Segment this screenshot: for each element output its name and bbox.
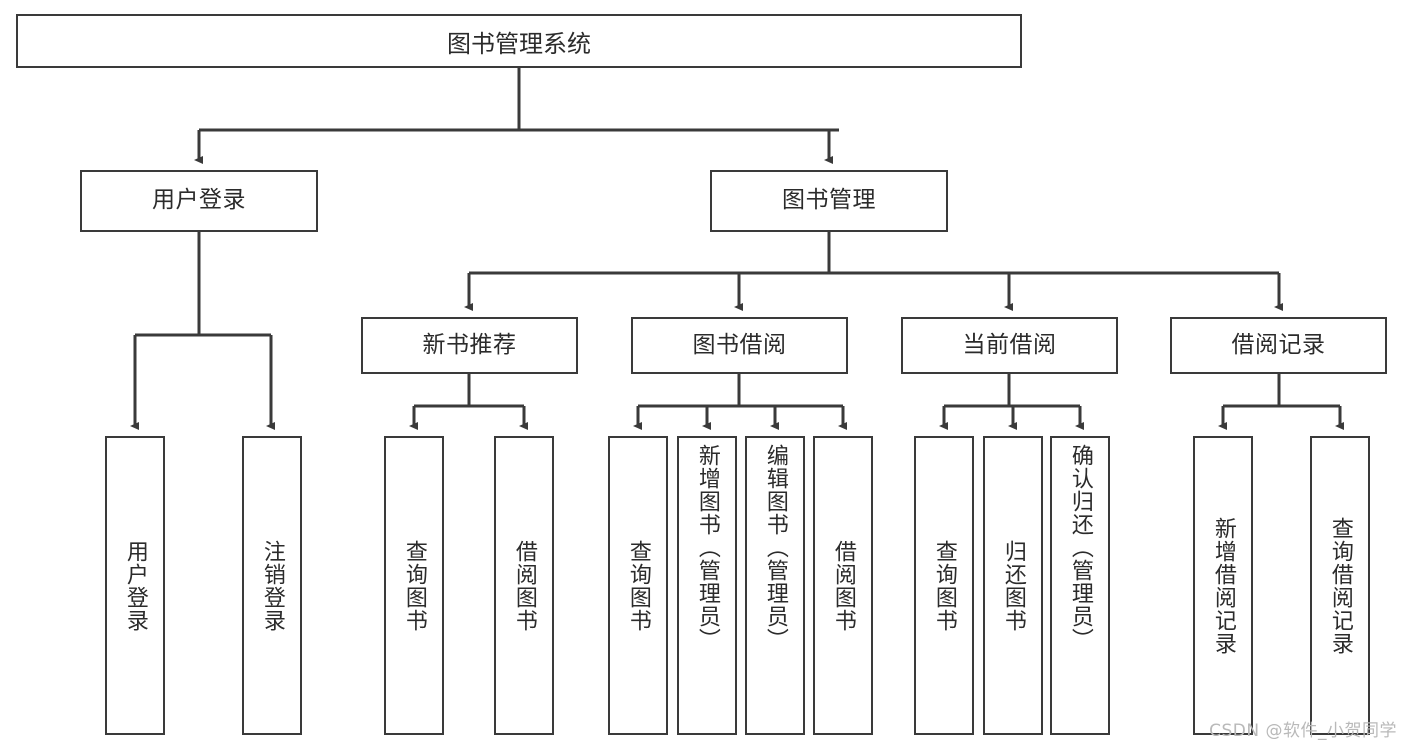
node-current-borrow[interactable]: 当前借阅 <box>901 317 1118 374</box>
csdn-watermark: CSDN @软件_小贺同学 <box>1209 721 1397 741</box>
leaf-current-return-book[interactable]: 归还图书 <box>983 436 1043 735</box>
node-user-login[interactable]: 用户登录 <box>80 170 318 232</box>
node-root-system[interactable]: 图书管理系统 <box>16 14 1022 68</box>
node-label: 编辑图书（管理员） <box>762 444 788 651</box>
leaf-borrow-query-book[interactable]: 查询图书 <box>608 436 668 735</box>
leaf-record-query-borrow-record[interactable]: 查询借阅记录 <box>1310 436 1370 735</box>
node-label: 注销登录 <box>259 539 285 632</box>
leaf-current-query-book[interactable]: 查询图书 <box>914 436 974 735</box>
node-label: 确认归还（管理员） <box>1067 444 1093 651</box>
leaf-user-login-signin[interactable]: 用户登录 <box>105 436 165 735</box>
node-label: 图书管理系统 <box>447 29 591 58</box>
node-label: 图书借阅 <box>692 331 787 358</box>
leaf-current-confirm-return-admin[interactable]: 确认归还（管理员） <box>1050 436 1110 735</box>
node-label: 查询图书 <box>401 539 427 632</box>
leaf-borrow-borrow-book[interactable]: 借阅图书 <box>813 436 873 735</box>
node-label: 借阅记录 <box>1231 331 1326 358</box>
node-label: 新增借阅记录 <box>1210 516 1236 655</box>
node-label: 新书推荐 <box>422 331 517 358</box>
node-book-borrow[interactable]: 图书借阅 <box>631 317 848 374</box>
node-label: 借阅图书 <box>511 539 537 632</box>
leaf-user-login-signout[interactable]: 注销登录 <box>242 436 302 735</box>
node-new-book-recommend[interactable]: 新书推荐 <box>361 317 578 374</box>
node-label: 借阅图书 <box>830 539 856 632</box>
node-label: 查询图书 <box>625 539 651 632</box>
node-label: 查询借阅记录 <box>1327 516 1353 655</box>
node-label: 用户登录 <box>122 539 148 632</box>
node-label: 新增图书（管理员） <box>694 444 720 651</box>
leaf-record-add-borrow-record[interactable]: 新增借阅记录 <box>1193 436 1253 735</box>
leaf-new-book-query[interactable]: 查询图书 <box>384 436 444 735</box>
node-borrow-record[interactable]: 借阅记录 <box>1170 317 1387 374</box>
node-label: 当前借阅 <box>962 331 1057 358</box>
leaf-borrow-edit-book-admin[interactable]: 编辑图书（管理员） <box>745 436 805 735</box>
node-book-management[interactable]: 图书管理 <box>710 170 948 232</box>
leaf-new-book-borrow[interactable]: 借阅图书 <box>494 436 554 735</box>
node-label: 图书管理 <box>782 187 876 214</box>
node-label: 归还图书 <box>1000 539 1026 632</box>
node-label: 查询图书 <box>931 539 957 632</box>
node-label: 用户登录 <box>152 187 246 214</box>
leaf-borrow-add-book-admin[interactable]: 新增图书（管理员） <box>677 436 737 735</box>
